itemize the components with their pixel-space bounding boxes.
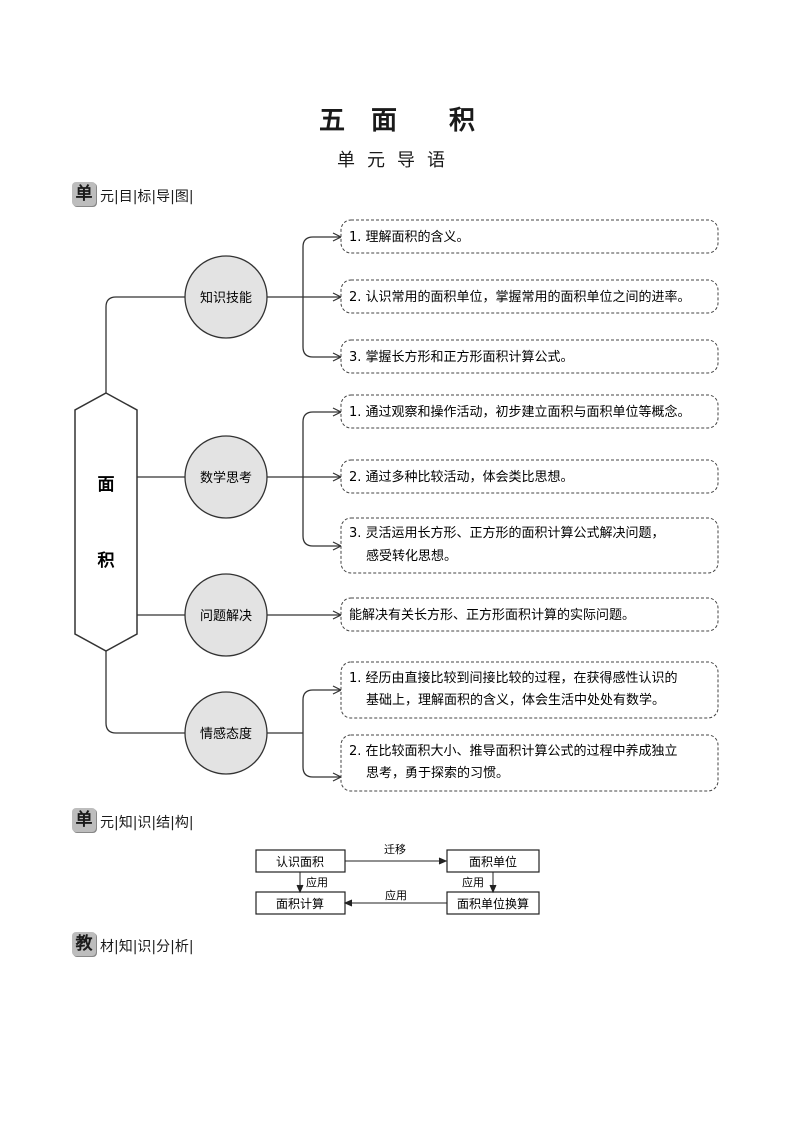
section-rest: 材|知|识|分|析| bbox=[100, 939, 194, 955]
goal-text: 2. 认识常用的面积单位，掌握常用的面积单位之间的进率。 bbox=[349, 289, 691, 305]
category-label: 情感态度 bbox=[200, 726, 252, 742]
section-initial: 单 bbox=[72, 808, 96, 832]
goal-text: 3. 掌握长方形和正方形面积计算公式。 bbox=[349, 349, 574, 365]
arrow-icon bbox=[332, 685, 343, 782]
section-initial: 单 bbox=[72, 182, 96, 206]
goal-text: 3. 灵活运用长方形、正方形的面积计算公式解决问题， bbox=[349, 525, 665, 541]
goal-box bbox=[340, 339, 719, 374]
goal-box bbox=[340, 517, 719, 574]
title-char: 面 bbox=[370, 106, 397, 136]
category-label: 问题解决 bbox=[200, 609, 252, 624]
flow-box-label: 认识面积 bbox=[276, 855, 324, 869]
flow-box-label: 面积单位换算 bbox=[457, 896, 529, 911]
section-heading-structure: 单 元|知|识|结|构| bbox=[72, 806, 194, 832]
page-title: 五面 积 bbox=[0, 100, 794, 137]
connector-line bbox=[105, 296, 185, 393]
connector-line bbox=[105, 651, 185, 734]
goal-text: 1. 理解面积的含义。 bbox=[349, 229, 470, 245]
flow-box-label: 面积计算 bbox=[276, 896, 324, 911]
goal-text: 能解决有关长方形、正方形面积计算的实际问题。 bbox=[349, 607, 635, 623]
arrow-icon bbox=[332, 407, 343, 551]
mindmap-center-node bbox=[74, 392, 138, 652]
goal-text: 感受转化思想。 bbox=[366, 548, 457, 564]
title-char: 积 bbox=[449, 106, 476, 136]
connector-line bbox=[267, 411, 340, 547]
flow-edge-label: 应用 bbox=[385, 888, 407, 902]
category-label: 数学思考 bbox=[200, 470, 252, 486]
mindmap-center-char: 面 bbox=[98, 475, 115, 495]
title-char: 五 bbox=[318, 106, 345, 136]
connector-line bbox=[267, 689, 340, 778]
section-heading-goals: 单 元|目|标|导|图| bbox=[72, 180, 194, 206]
goal-text: 思考，勇于探索的习惯。 bbox=[366, 765, 509, 781]
section-rest: 元|目|标|导|图| bbox=[100, 189, 194, 205]
goal-text: 2. 通过多种比较活动，体会类比思想。 bbox=[349, 469, 574, 485]
arrow-head-icon bbox=[438, 857, 448, 865]
goal-text: 2. 在比较面积大小、推导面积计算公式的过程中养成独立 bbox=[349, 743, 678, 759]
arrow-head-icon bbox=[489, 884, 497, 894]
goal-box bbox=[340, 279, 719, 314]
goal-box bbox=[340, 394, 719, 429]
section-rest: 元|知|识|结|构| bbox=[100, 815, 194, 831]
goal-text: 1. 经历由直接比较到间接比较的过程，在获得感性认识的 bbox=[349, 670, 678, 686]
arrow-head-icon bbox=[296, 884, 304, 894]
goal-box bbox=[340, 597, 719, 632]
goal-mindmap: 面 积 知识技能 1. 理解面积的含义。 2. 认识常用的面积单位，掌握常用的面… bbox=[74, 219, 719, 792]
knowledge-structure-diagram: 认识面积 面积单位 面积计算 面积单位换算 迁移 应用 应用 应用 bbox=[255, 843, 540, 915]
flow-edge-label: 迁移 bbox=[384, 843, 406, 856]
connector-line bbox=[267, 236, 340, 358]
page-subtitle: 单元导语 bbox=[337, 150, 457, 171]
mindmap-center-char: 积 bbox=[98, 551, 115, 571]
goal-box bbox=[340, 219, 719, 254]
goal-text: 1. 通过观察和操作活动，初步建立面积与面积单位等概念。 bbox=[349, 404, 691, 420]
goal-box bbox=[340, 661, 719, 719]
flow-box-label: 面积单位 bbox=[469, 854, 517, 869]
goal-text: 基础上，理解面积的含义，体会生活中处处有数学。 bbox=[366, 692, 665, 708]
flow-edge-label: 应用 bbox=[462, 875, 484, 889]
goal-box bbox=[340, 734, 719, 792]
section-heading-analysis: 教 材|知|识|分|析| bbox=[72, 930, 194, 956]
category-label: 知识技能 bbox=[200, 290, 252, 306]
section-initial: 教 bbox=[72, 932, 96, 956]
flow-edge-label: 应用 bbox=[306, 875, 328, 889]
arrow-head-icon bbox=[343, 899, 353, 907]
goal-box bbox=[340, 459, 719, 494]
